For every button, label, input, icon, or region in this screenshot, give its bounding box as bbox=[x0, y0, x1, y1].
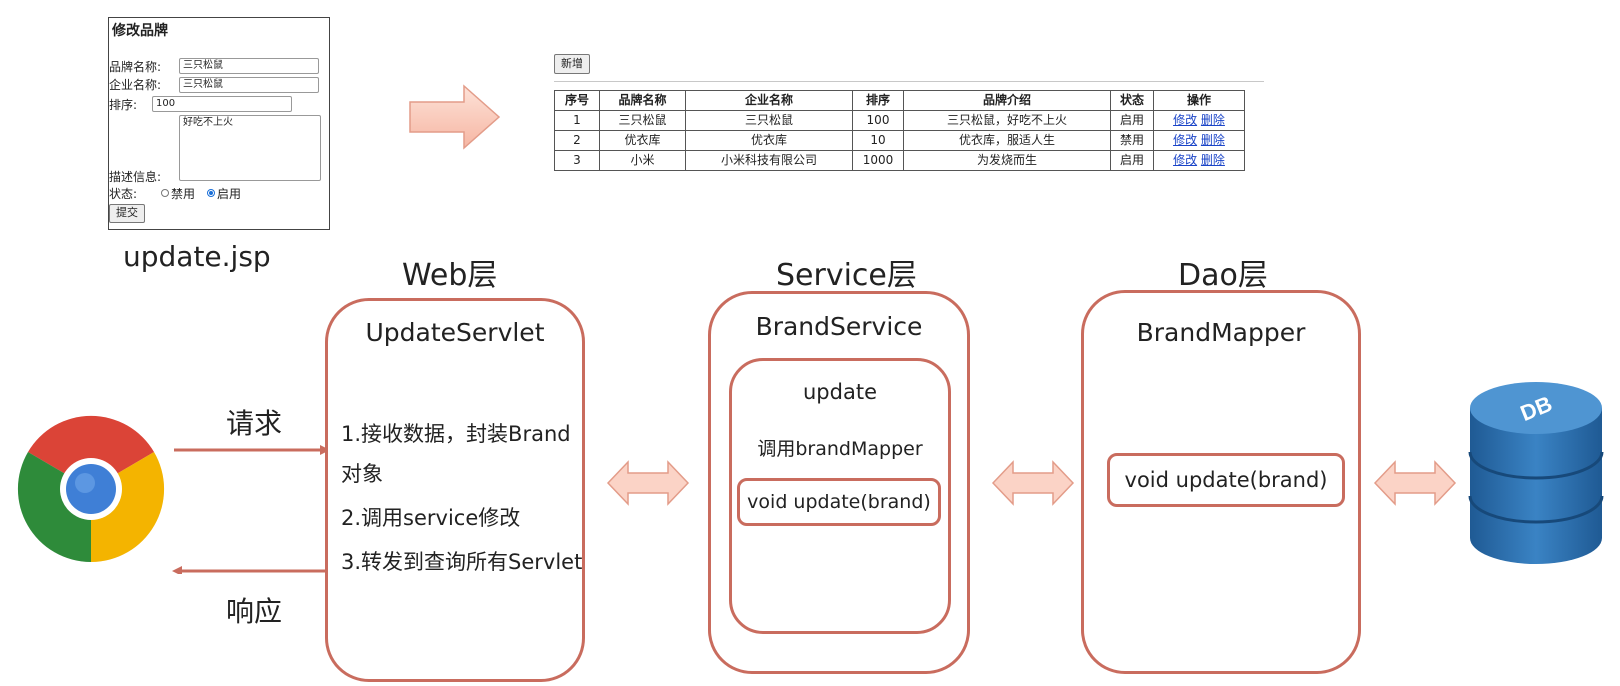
brand-mapper-title: BrandMapper bbox=[1136, 318, 1306, 347]
call-brand-mapper-text: 调用brandMapper bbox=[757, 438, 923, 460]
cell-company-name: 小米科技有限公司 bbox=[685, 150, 853, 171]
web-step-3: 3.转发到查询所有Servlet bbox=[341, 550, 583, 574]
description-textarea[interactable]: 好吃不上火 bbox=[179, 115, 321, 181]
cell-id: 2 bbox=[554, 130, 600, 151]
cell-company-name: 优衣库 bbox=[685, 130, 853, 151]
update-servlet-title: UpdateServlet bbox=[365, 318, 545, 347]
dao-update-method: void update(brand) bbox=[1107, 453, 1345, 507]
cell-description: 为发烧而生 bbox=[903, 150, 1111, 171]
cell-brand-name: 小米 bbox=[599, 150, 686, 171]
cell-ordered: 1000 bbox=[852, 150, 904, 171]
brand-name-input[interactable]: 三只松鼠 bbox=[179, 58, 319, 74]
web-step-1-cont: 对象 bbox=[341, 462, 383, 486]
update-method-title: update bbox=[803, 380, 877, 404]
edit-link[interactable]: 修改 bbox=[1173, 133, 1198, 147]
delete-link[interactable]: 删除 bbox=[1200, 133, 1225, 147]
edit-link[interactable]: 修改 bbox=[1173, 153, 1198, 167]
cell-brand-name: 三只松鼠 bbox=[599, 110, 686, 131]
cell-description: 优衣库，服适人生 bbox=[903, 130, 1111, 151]
cell-status: 启用 bbox=[1110, 150, 1154, 171]
service-layer-title: Service层 bbox=[776, 258, 917, 293]
header-company-name: 企业名称 bbox=[685, 90, 853, 111]
cell-ordered: 100 bbox=[852, 110, 904, 131]
cell-company-name: 三只松鼠 bbox=[685, 110, 853, 131]
ordered-label: 排序: bbox=[109, 98, 138, 112]
table-row: 1 三只松鼠 三只松鼠 100 三只松鼠，好吃不上火 启用 修改 删除 bbox=[554, 110, 1245, 131]
cell-status: 禁用 bbox=[1110, 130, 1154, 151]
add-brand-button[interactable]: 新增 bbox=[554, 54, 590, 74]
status-label: 状态: bbox=[109, 187, 138, 201]
header-status: 状态 bbox=[1110, 90, 1154, 111]
description-label: 描述信息: bbox=[109, 170, 162, 184]
cell-id: 1 bbox=[554, 110, 600, 131]
page-caption: update.jsp bbox=[123, 240, 271, 273]
delete-link[interactable]: 删除 bbox=[1200, 153, 1225, 167]
edit-link[interactable]: 修改 bbox=[1173, 113, 1198, 127]
dao-layer-title: Dao层 bbox=[1178, 258, 1268, 293]
request-response-arrows bbox=[172, 445, 330, 574]
chrome-browser-icon bbox=[17, 415, 165, 563]
brand-table: 序号 品牌名称 企业名称 排序 品牌介绍 状态 操作 1 三只松鼠 三只松鼠 1… bbox=[554, 90, 1245, 171]
form-to-table-arrow bbox=[409, 84, 501, 150]
web-step-2: 2.调用service修改 bbox=[341, 506, 521, 530]
service-update-method: void update(brand) bbox=[737, 478, 941, 526]
web-layer-box bbox=[325, 298, 585, 682]
cell-operation: 修改 删除 bbox=[1153, 110, 1245, 131]
dao-layer-box bbox=[1081, 290, 1361, 674]
table-row: 2 优衣库 优衣库 10 优衣库，服适人生 禁用 修改 删除 bbox=[554, 130, 1245, 151]
header-id: 序号 bbox=[554, 90, 600, 111]
cell-description: 三只松鼠，好吃不上火 bbox=[903, 110, 1111, 131]
company-name-input[interactable]: 三只松鼠 bbox=[179, 77, 319, 93]
company-name-label: 企业名称: bbox=[109, 78, 162, 92]
status-enabled-label: 启用 bbox=[217, 187, 242, 201]
delete-link[interactable]: 删除 bbox=[1200, 113, 1225, 127]
status-disabled-label: 禁用 bbox=[171, 187, 196, 201]
submit-button[interactable]: 提交 bbox=[109, 204, 145, 223]
status-disabled-radio[interactable] bbox=[161, 189, 169, 197]
table-row: 3 小米 小米科技有限公司 1000 为发烧而生 启用 修改 删除 bbox=[554, 150, 1245, 171]
cell-status: 启用 bbox=[1110, 110, 1154, 131]
web-service-double-arrow bbox=[606, 460, 690, 506]
cell-operation: 修改 删除 bbox=[1153, 150, 1245, 171]
header-description: 品牌介绍 bbox=[903, 90, 1111, 111]
ordered-input[interactable]: 100 bbox=[152, 96, 292, 112]
header-operation: 操作 bbox=[1153, 90, 1245, 111]
brand-name-label: 品牌名称: bbox=[109, 60, 162, 74]
database-icon: DB bbox=[1468, 382, 1604, 564]
table-divider bbox=[554, 81, 1264, 82]
status-enabled-radio[interactable] bbox=[207, 189, 215, 197]
header-brand-name: 品牌名称 bbox=[599, 90, 686, 111]
service-dao-double-arrow bbox=[991, 460, 1075, 506]
cell-ordered: 10 bbox=[852, 130, 904, 151]
web-step-1: 1.接收数据，封装Brand bbox=[341, 422, 571, 446]
request-label: 请求 bbox=[226, 407, 283, 440]
form-title: 修改品牌 bbox=[112, 23, 168, 39]
response-label: 响应 bbox=[226, 595, 283, 628]
cell-id: 3 bbox=[554, 150, 600, 171]
header-ordered: 排序 bbox=[852, 90, 904, 111]
dao-db-double-arrow bbox=[1373, 460, 1457, 506]
table-header-row: 序号 品牌名称 企业名称 排序 品牌介绍 状态 操作 bbox=[554, 90, 1245, 111]
update-method-group bbox=[729, 358, 951, 634]
cell-operation: 修改 删除 bbox=[1153, 130, 1245, 151]
brand-service-title: BrandService bbox=[755, 312, 923, 341]
update-form-panel: 修改品牌 品牌名称: 三只松鼠 企业名称: 三只松鼠 排序: 100 好吃不上火… bbox=[108, 17, 330, 230]
web-layer-title: Web层 bbox=[402, 258, 498, 293]
cell-brand-name: 优衣库 bbox=[599, 130, 686, 151]
